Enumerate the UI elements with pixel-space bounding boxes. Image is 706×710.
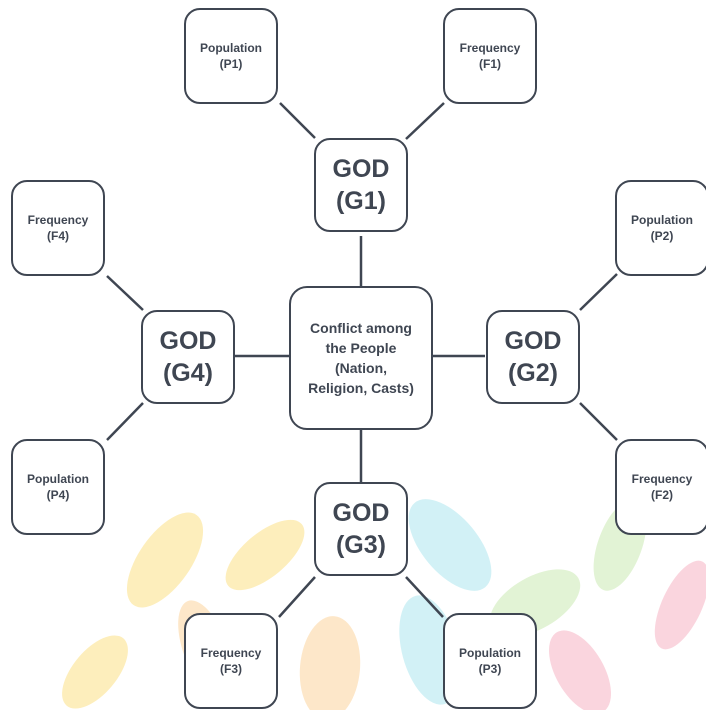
frequency-label-f3: Frequency (F3) (200, 646, 262, 676)
god-node-g1: GOD (G1) (314, 138, 408, 232)
leaf-decoration (299, 616, 361, 710)
leaf-decoration (126, 512, 204, 608)
population-node-p2: Population (P2) (615, 180, 706, 276)
god-node-g3: GOD (G3) (314, 482, 408, 576)
god-label-g2: GOD (G2) (504, 327, 562, 387)
connector-g4-f4 (106, 275, 144, 311)
connector-g2-f2 (579, 402, 618, 441)
leaf-decoration (225, 519, 305, 591)
connector-g4-p4 (106, 402, 144, 441)
population-node-p3: Population (P3) (443, 613, 537, 709)
connector-g2-p2 (579, 273, 618, 311)
leaf-decoration (408, 499, 492, 591)
frequency-label-f1: Frequency (F1) (459, 41, 521, 71)
frequency-node-f4: Frequency (F4) (11, 180, 105, 276)
population-label-p2: Population (P2) (631, 213, 693, 243)
connector-g3-f3 (278, 576, 316, 618)
frequency-node-f2: Frequency (F2) (615, 439, 706, 535)
center-node: Conflict among the People (Nation, Relig… (289, 286, 433, 430)
population-node-p1: Population (P1) (184, 8, 278, 104)
god-label-g4: GOD (G4) (159, 327, 217, 387)
frequency-label-f4: Frequency (F4) (27, 213, 89, 243)
leaf-decoration (654, 560, 706, 650)
god-node-g2: GOD (G2) (486, 310, 580, 404)
frequency-node-f3: Frequency (F3) (184, 613, 278, 709)
god-label-g1: GOD (G1) (332, 155, 390, 215)
frequency-node-f1: Frequency (F1) (443, 8, 537, 104)
population-label-p1: Population (P1) (200, 41, 262, 71)
connector-g3-p3 (405, 576, 444, 618)
population-node-p4: Population (P4) (11, 439, 105, 535)
god-label-g3: GOD (G3) (332, 499, 390, 559)
connector-g1-p1 (279, 102, 316, 139)
population-label-p4: Population (P4) (27, 472, 89, 502)
frequency-label-f2: Frequency (F2) (631, 472, 693, 502)
leaf-decoration (62, 635, 128, 709)
connector-g1-f1 (405, 102, 445, 140)
center-label: Conflict among the People (Nation, Relig… (308, 320, 414, 396)
god-node-g4: GOD (G4) (141, 310, 235, 404)
leaf-decoration (549, 630, 611, 710)
population-label-p3: Population (P3) (459, 646, 521, 676)
